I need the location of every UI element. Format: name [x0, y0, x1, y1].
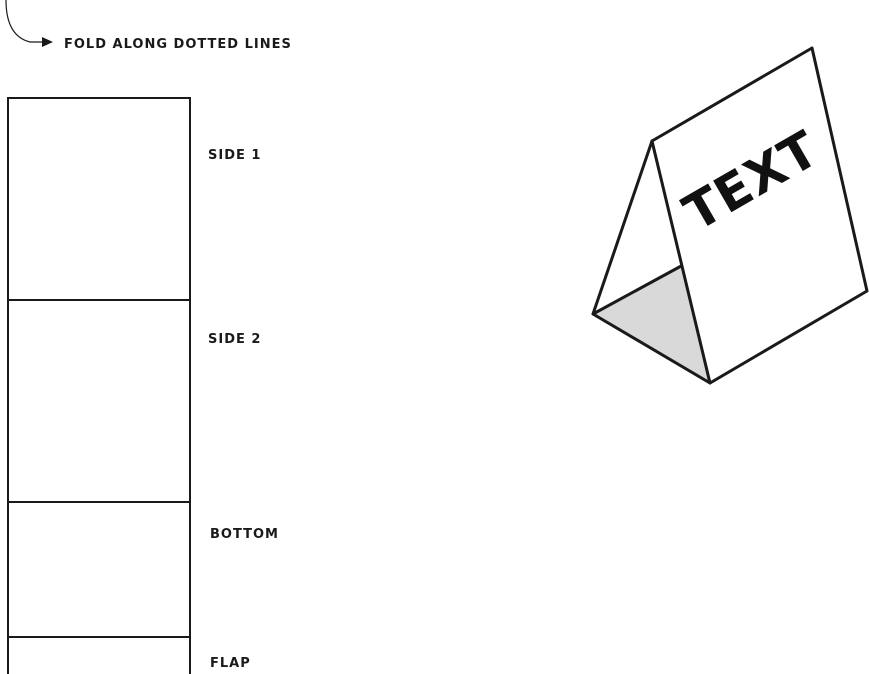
panel-label-side-2: SIDE 2: [208, 332, 261, 347]
panel-side-2: [7, 299, 191, 503]
panel-label-flap: FLAP: [210, 656, 251, 671]
panel-label-side-1: SIDE 1: [208, 148, 261, 163]
panel-side-1: [7, 97, 191, 301]
folded-tent-illustration: TEXT: [585, 38, 869, 388]
panel-flap: [7, 636, 191, 674]
fold-instruction: FOLD ALONG DOTTED LINES: [64, 37, 292, 52]
panel-bottom: [7, 501, 191, 638]
curved-arrow-icon: [0, 0, 70, 60]
panel-label-bottom: BOTTOM: [210, 527, 279, 542]
